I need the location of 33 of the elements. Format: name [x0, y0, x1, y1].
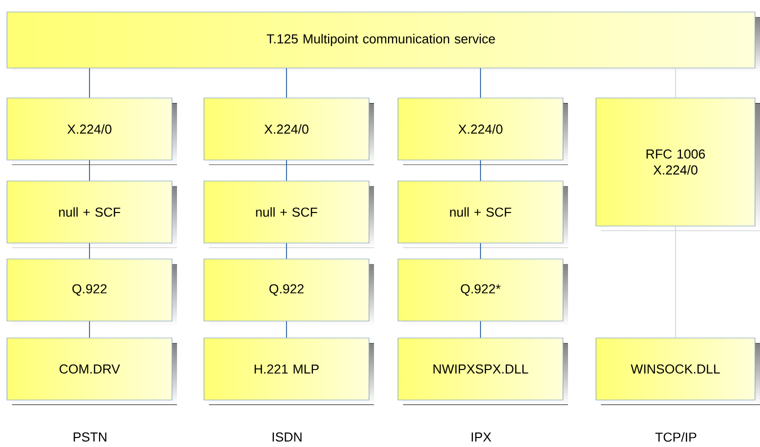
column-label: IPX	[472, 432, 492, 442]
column-label: PSTN	[74, 432, 106, 442]
connector-line	[675, 68, 676, 98]
stack-box: null + SCF	[398, 180, 568, 248]
connector-line	[89, 242, 90, 260]
connector-line	[286, 320, 287, 338]
stack-box: null + SCF	[204, 180, 374, 248]
connector-line	[480, 160, 481, 182]
connector-line	[89, 320, 90, 338]
stack-box: H.221 MLP	[204, 338, 374, 405]
stack-box: COM.DRV	[6, 338, 177, 405]
stack-box: Q.922*	[398, 258, 568, 326]
connector-line	[286, 242, 287, 260]
column-label: ISDN	[272, 432, 302, 442]
stack-box: X.224/0	[204, 98, 374, 165]
stack-box: NWIPXSPX.DLL	[398, 338, 568, 405]
stack-box: X.224/0	[6, 98, 177, 165]
column-label: TCP/IP	[655, 432, 696, 442]
stack-box: null + SCF	[6, 180, 177, 248]
connector-line	[480, 242, 481, 260]
stack-box: T.125 Multipoint communication service	[6, 12, 760, 73]
stack-box: WINSOCK.DLL	[596, 338, 760, 405]
connector-line	[675, 226, 676, 338]
connector-line	[286, 68, 287, 98]
stack-box: X.224/0	[398, 98, 568, 165]
connector-line	[89, 68, 90, 98]
connector-line	[89, 160, 90, 182]
connector-line	[286, 160, 287, 182]
stack-box: Q.922	[6, 258, 177, 326]
stack-box: Q.922	[204, 258, 374, 326]
stack-box: RFC 1006 X.224/0	[596, 98, 760, 231]
connector-line	[480, 320, 481, 338]
connector-line	[480, 68, 481, 98]
